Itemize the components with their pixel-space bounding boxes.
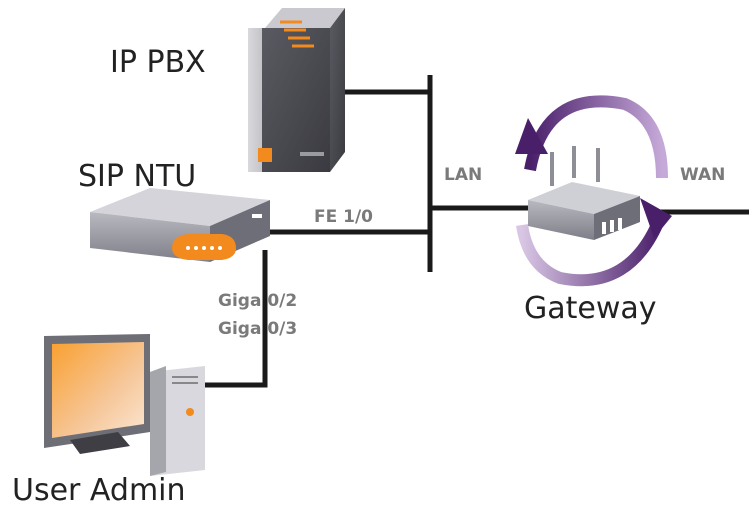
gateway-router-icon bbox=[528, 146, 640, 240]
ip-pbx-label: IP PBX bbox=[110, 45, 206, 80]
ntu-router-icon bbox=[90, 188, 270, 262]
desktop-computer-icon bbox=[44, 334, 205, 476]
wan-label: WAN bbox=[680, 165, 725, 185]
gateway-label: Gateway bbox=[524, 291, 657, 326]
sync-arrows-icon bbox=[515, 95, 672, 287]
server-vent-icon bbox=[280, 20, 314, 48]
lan-label: LAN bbox=[444, 165, 482, 185]
giga-port-a-label: Giga 0/2 bbox=[218, 291, 297, 311]
connections bbox=[200, 75, 749, 388]
giga-port-b-label: Giga 0/3 bbox=[218, 319, 297, 339]
sip-ntu-label: SIP NTU bbox=[78, 159, 196, 194]
server-icon bbox=[248, 8, 345, 172]
user-admin-label: User Admin bbox=[12, 473, 186, 506]
ntu-to-user-line bbox=[200, 250, 268, 388]
fe-port-label: FE 1/0 bbox=[314, 207, 373, 227]
ntu-led-icon bbox=[186, 246, 222, 250]
